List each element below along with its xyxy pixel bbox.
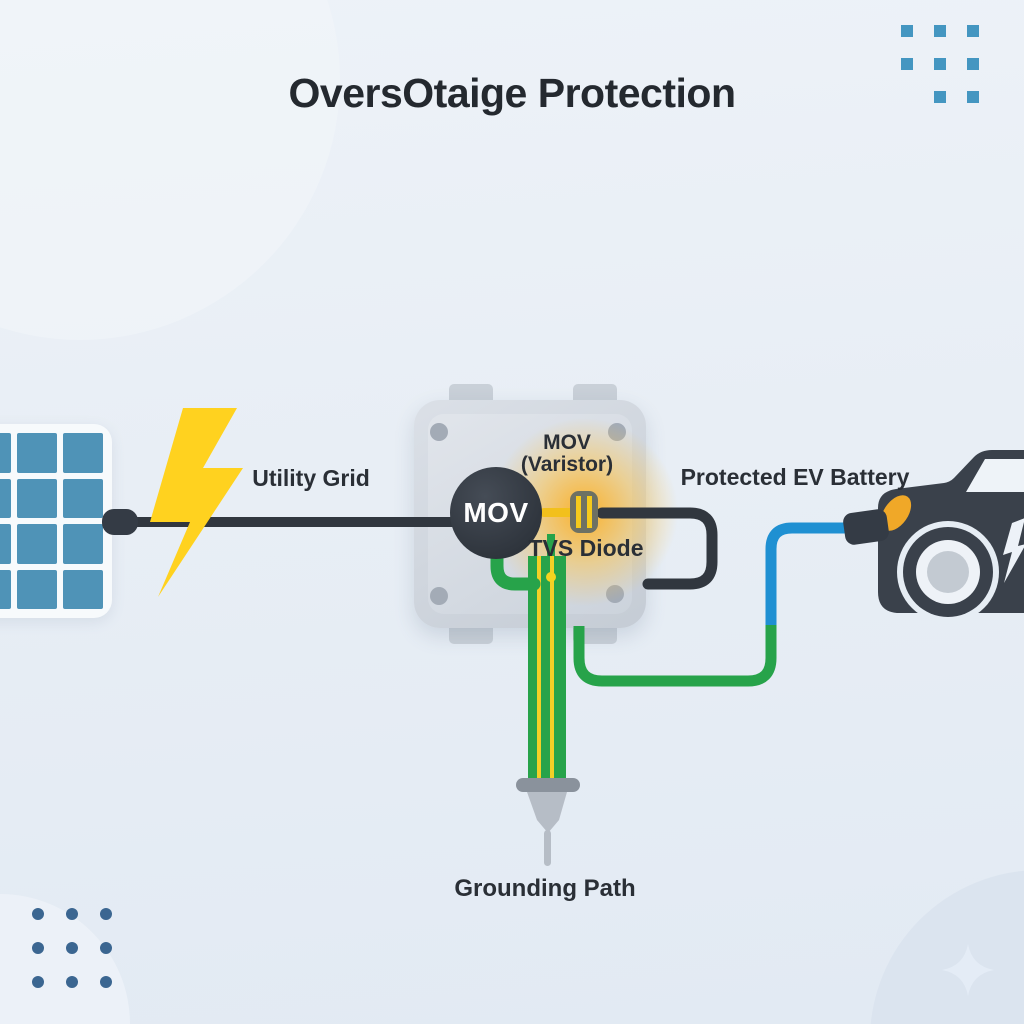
decor-square [901,25,913,37]
decor-dot [100,942,112,954]
tire [903,527,993,617]
ground-rod-stem [544,830,551,866]
sparkle-icon [942,944,994,996]
decor-dot [66,908,78,920]
solar-cell [0,478,11,518]
solar-cell [17,433,57,473]
wheel-arch [897,521,999,623]
grounding-rod-icon [527,792,567,833]
solar-cell [17,524,57,564]
decor-dot [100,908,112,920]
decor-square [967,91,979,103]
headlight-icon [880,495,912,531]
solar-cell [17,478,57,518]
utility-grid-label: Utility Grid [252,465,370,491]
solar-panel-icon [0,424,112,618]
car-windshield [966,459,1024,492]
decor-dot [66,942,78,954]
decor-dot [32,976,44,988]
decor-square [967,58,979,70]
corner-shade-top-left [0,0,340,340]
grounding-path-label: Grounding Path [454,875,636,902]
page-title: OversOtaige Protection [288,70,736,116]
mov-varistor-label: MOV (Varistor) [521,432,613,476]
decor-dot [66,976,78,988]
charging-plug-icon [843,509,889,545]
screw-icon [430,587,448,605]
mov-varistor-label-line1: MOV [543,431,591,454]
mov-varistor-label-line2: (Varistor) [520,453,614,476]
solar-cell [63,524,103,564]
decor-dot [32,942,44,954]
mov-varistor-node: MOV [450,467,542,559]
decor-square [934,58,946,70]
car-shadow [898,599,1024,613]
ev-cable-blue [765,522,852,625]
solar-cell [0,433,11,473]
decor-square [934,25,946,37]
solar-cell [63,478,103,518]
decor-square [901,58,913,70]
screw-icon [430,423,448,441]
solar-cell [0,569,11,609]
lightning-bolt-icon [150,408,243,597]
protected-ev-battery-label: Protected EV Battery [680,464,910,490]
tvs-diode-label: TVS Diode [528,535,644,561]
decor-dot [100,976,112,988]
car-bolt-badge [1003,518,1024,583]
wheel-hub [927,551,969,593]
solar-cell [63,433,103,473]
decor-square [934,91,946,103]
decor-dots-bottom-left [32,908,112,988]
solar-cell [17,569,57,609]
mov-node-label: MOV [463,497,529,528]
decor-square [967,25,979,37]
decor-squares-top-right [901,25,979,103]
decor-dot [32,908,44,920]
solar-cell [63,569,103,609]
wheel-rim [916,540,980,604]
ground-collar [516,778,580,792]
solar-cell [0,524,11,564]
